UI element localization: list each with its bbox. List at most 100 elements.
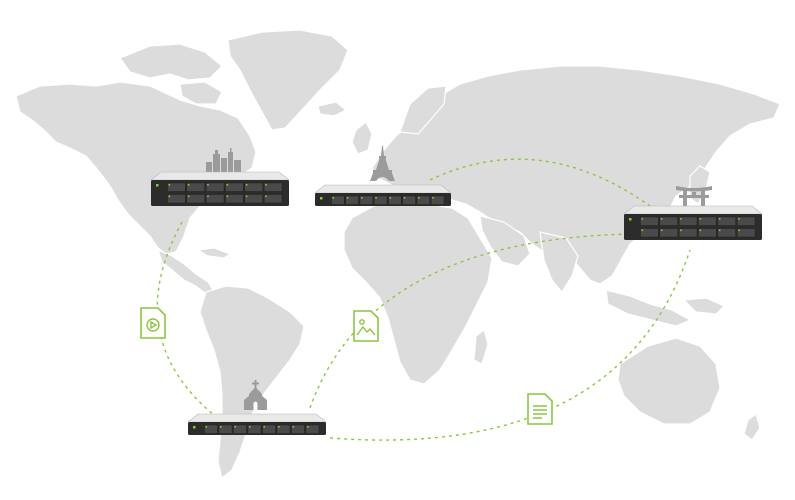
drive-led	[226, 195, 229, 198]
route-europe-asia	[429, 158, 651, 207]
landmass-arctic-islands-2	[179, 81, 223, 105]
drive-bay	[247, 424, 262, 434]
server-europe	[314, 184, 452, 206]
drive-led	[660, 229, 663, 232]
drive-bay	[263, 194, 283, 204]
drive-led	[245, 195, 248, 198]
drive-bay	[331, 195, 345, 205]
world-map	[15, 29, 781, 480]
landmass-arabia	[479, 215, 531, 267]
drive-bay	[218, 424, 233, 434]
drive-led	[389, 197, 392, 199]
drive-led	[265, 184, 267, 186]
landmass-british-isles	[351, 121, 373, 155]
drive-led	[168, 195, 171, 198]
drive-bay	[717, 228, 736, 238]
drive-led	[187, 184, 190, 186]
drive-bay	[205, 182, 225, 192]
server-lid	[150, 171, 290, 181]
drive-led	[699, 218, 702, 220]
drive-bay	[205, 194, 225, 204]
server-lid	[314, 184, 452, 194]
server-lid	[187, 413, 327, 423]
drive-bay	[388, 195, 402, 205]
drive-led	[278, 426, 280, 428]
video-file-icon	[140, 307, 166, 339]
route-south-america-asia-via-africa	[309, 233, 631, 409]
document-file-icon	[527, 393, 553, 425]
drive-bay	[233, 424, 247, 434]
drive-led	[738, 229, 740, 232]
drive-bay	[276, 424, 291, 434]
drive-led	[332, 197, 335, 199]
skyline-icon	[206, 148, 241, 178]
drive-bay	[402, 195, 416, 205]
drive-bay	[244, 194, 263, 204]
server-south-america	[187, 413, 327, 435]
drive-bay	[186, 194, 205, 204]
drive-bay	[640, 216, 659, 226]
landmass-iceland	[317, 101, 348, 117]
drive-bay	[698, 228, 717, 238]
drive-led	[361, 197, 363, 199]
drive-led	[220, 426, 222, 428]
landmass-arctic-islands	[119, 43, 223, 81]
drive-led	[641, 218, 644, 220]
power-led	[193, 426, 196, 429]
landmass-madagascar	[473, 328, 489, 365]
drive-bay	[736, 228, 756, 238]
drive-bay	[225, 182, 244, 192]
landmass-new-zealand	[743, 412, 761, 441]
drive-bay	[374, 195, 388, 205]
drive-led	[207, 184, 209, 186]
drive-bay	[659, 228, 678, 238]
drive-bay	[736, 216, 756, 226]
drive-led	[660, 218, 663, 220]
power-led	[156, 184, 159, 187]
drive-led	[418, 197, 420, 199]
landmass-southeast-asia	[605, 289, 692, 327]
drive-led	[187, 195, 190, 198]
drive-led	[680, 218, 682, 220]
drive-led	[292, 426, 295, 428]
drive-bay	[698, 216, 717, 226]
drive-bay	[263, 182, 283, 192]
power-led	[320, 197, 323, 200]
drive-bay	[204, 424, 218, 434]
route-south-america-asia-via-ocean	[329, 249, 691, 441]
drive-led	[680, 229, 682, 232]
server-lid	[623, 205, 763, 215]
drive-led	[346, 197, 349, 199]
image-file-icon	[353, 310, 379, 342]
landmass-north-america	[15, 81, 257, 255]
drive-led	[207, 195, 209, 198]
drive-led	[738, 218, 740, 220]
drive-led	[226, 184, 229, 186]
landmass-africa	[343, 201, 493, 385]
drive-led	[718, 218, 721, 220]
drive-bay	[167, 182, 186, 192]
servers-layer	[150, 171, 763, 435]
server-north-america	[150, 171, 290, 206]
landmass-india	[539, 231, 579, 294]
drive-led	[699, 229, 702, 232]
drive-bay	[678, 228, 698, 238]
drive-led	[641, 229, 644, 232]
drive-bay	[659, 216, 678, 226]
drive-bay	[717, 216, 736, 226]
power-led	[629, 218, 632, 221]
server-asia	[623, 205, 763, 240]
landmass-new-guinea	[682, 297, 726, 315]
drive-bay	[416, 195, 430, 205]
drive-led	[403, 197, 406, 199]
drive-led	[375, 197, 377, 199]
drive-bay	[291, 424, 305, 434]
drive-bay	[262, 424, 276, 434]
drive-bay	[431, 195, 445, 205]
drive-bay	[305, 424, 320, 434]
drive-led	[234, 426, 237, 428]
drive-bay	[345, 195, 359, 205]
drive-led	[432, 197, 434, 199]
drive-bay	[359, 195, 373, 205]
